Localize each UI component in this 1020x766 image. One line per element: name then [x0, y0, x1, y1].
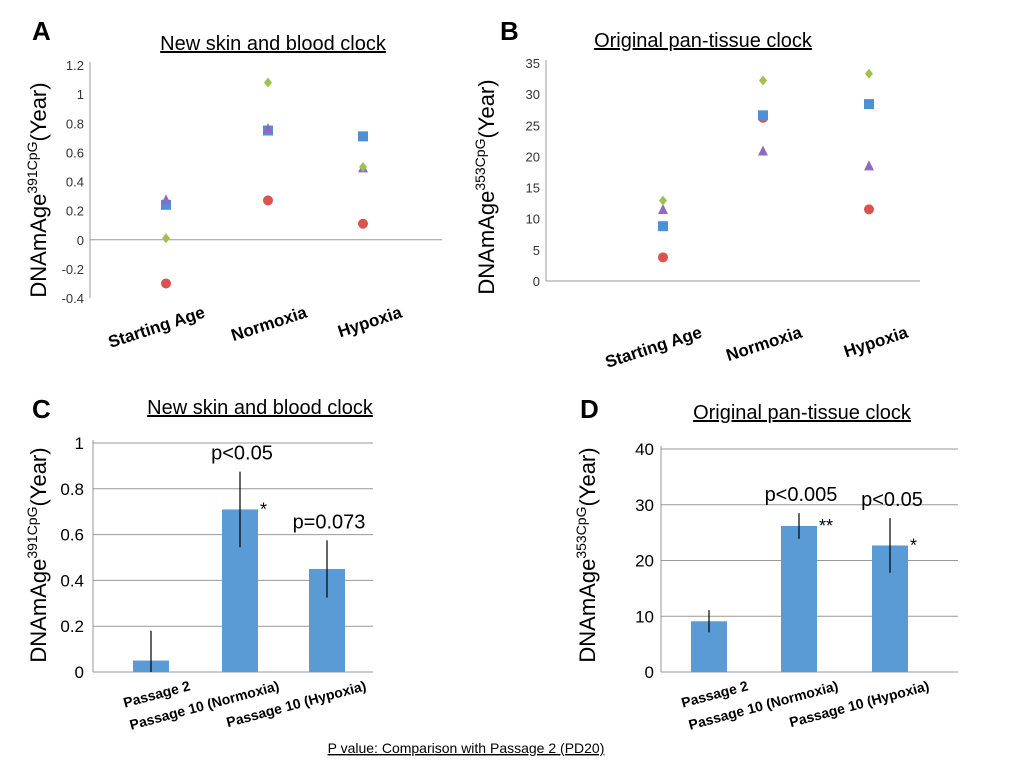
- y-tick-label: 40: [635, 440, 654, 459]
- p-value-label: p=0.073: [293, 511, 366, 533]
- y-tick-label: 0: [75, 663, 84, 682]
- bar: [781, 525, 817, 672]
- y-tick-label: 1: [75, 434, 84, 453]
- x-category-label: Hypoxia: [841, 323, 910, 362]
- y-axis-label-unit: (Year): [26, 447, 51, 506]
- y-axis-label-unit: (Year): [474, 79, 499, 138]
- data-point-triangle: [758, 145, 768, 156]
- x-category-label: Starting Age: [603, 323, 704, 372]
- y-tick-label: 20: [526, 149, 540, 164]
- y-axis-label-superscript: 391CpG: [24, 142, 40, 194]
- y-tick-label: 1: [77, 87, 84, 102]
- y-tick-label: 35: [526, 56, 540, 71]
- y-tick-label: 30: [635, 496, 654, 515]
- p-value-label: p<0.05: [861, 489, 923, 511]
- panel-c-bar: C New skin and blood clockDNAmAge391CpG(Y…: [24, 394, 374, 733]
- y-tick-label: 10: [526, 212, 540, 227]
- data-point-diamond: [162, 233, 170, 244]
- data-point-square: [658, 221, 668, 232]
- y-tick-label: 0.6: [60, 526, 84, 545]
- data-point-circle: [358, 218, 368, 229]
- x-category-label: Hypoxia: [335, 303, 404, 342]
- panel-label: B: [500, 16, 519, 46]
- data-point-diamond: [759, 75, 767, 86]
- panel-label: A: [32, 16, 51, 46]
- chart-title: New skin and blood clock: [160, 33, 387, 55]
- data-point-square: [864, 99, 874, 110]
- data-point-triangle: [658, 203, 668, 214]
- x-category-label: Normoxia: [229, 303, 310, 345]
- p-value-label: p<0.005: [765, 484, 838, 506]
- y-tick-label: 0.4: [66, 175, 84, 190]
- y-tick-label: 0: [533, 274, 540, 289]
- y-axis-label-superscript: 391CpG: [24, 507, 40, 559]
- data-point-circle: [263, 195, 273, 206]
- y-tick-label: 0.2: [66, 204, 84, 219]
- y-axis-label: DNAmAge353CpG(Year): [573, 447, 600, 662]
- data-point-diamond: [359, 161, 367, 172]
- y-axis-label-unit: (Year): [575, 447, 600, 506]
- y-tick-label: 0.8: [66, 116, 84, 131]
- footnote: P value: Comparison with Passage 2 (PD20…: [328, 740, 605, 756]
- data-point-diamond: [865, 68, 873, 79]
- x-category-label: Passage 10 (Normoxia): [687, 677, 840, 732]
- y-axis-label-main: DNAmAge: [26, 194, 51, 298]
- chart-title: Original pan-tissue clock: [693, 402, 912, 424]
- data-point-diamond: [659, 195, 667, 206]
- y-axis-label-main: DNAmAge: [575, 559, 600, 663]
- y-axis-label-main: DNAmAge: [26, 559, 51, 663]
- y-tick-label: -0.4: [62, 291, 84, 306]
- y-tick-label: 0: [645, 663, 654, 682]
- y-axis-label: DNAmAge353CpG(Year): [472, 79, 499, 294]
- y-axis-label: DNAmAge391CpG(Year): [24, 82, 51, 297]
- chart-title: New skin and blood clock: [147, 397, 374, 419]
- x-category-label: Normoxia: [724, 323, 805, 365]
- y-tick-label: 1.2: [66, 58, 84, 73]
- y-tick-label: 5: [533, 243, 540, 258]
- y-tick-label: 0.6: [66, 145, 84, 160]
- y-tick-label: 25: [526, 118, 540, 133]
- panel-label: D: [580, 394, 599, 424]
- panel-d-bar: D Original pan-tissue clockDNAmAge353CpG(…: [573, 394, 958, 733]
- chart-title: Original pan-tissue clock: [594, 30, 813, 52]
- y-axis-label-superscript: 353CpG: [573, 507, 589, 559]
- y-tick-label: 30: [526, 87, 540, 102]
- data-point-circle: [161, 278, 171, 289]
- data-point-circle: [658, 252, 668, 263]
- significance-star: **: [819, 516, 833, 536]
- data-point-triangle: [161, 194, 171, 205]
- y-tick-label: 0: [77, 233, 84, 248]
- y-axis-label: DNAmAge391CpG(Year): [24, 447, 51, 662]
- y-tick-label: 0.4: [60, 571, 84, 590]
- y-tick-label: -0.2: [62, 262, 84, 277]
- y-axis-label-superscript: 353CpG: [472, 139, 488, 191]
- data-point-triangle: [263, 123, 273, 134]
- panel-a-scatter: A New skin and blood clockDNAmAge391CpG(Y…: [24, 16, 442, 352]
- significance-star: *: [910, 535, 917, 555]
- data-point-triangle: [864, 160, 874, 171]
- y-tick-label: 0.8: [60, 480, 84, 499]
- y-tick-label: 15: [526, 181, 540, 196]
- data-point-square: [161, 199, 171, 210]
- y-tick-label: 0.2: [60, 617, 84, 636]
- p-value-label: p<0.05: [211, 443, 273, 465]
- data-point-square: [758, 110, 768, 121]
- data-point-square: [358, 131, 368, 142]
- y-tick-label: 10: [635, 607, 654, 626]
- x-category-label: Starting Age: [106, 303, 207, 352]
- data-point-diamond: [264, 77, 272, 88]
- data-point-circle: [864, 204, 874, 215]
- panel-b-scatter: B Original pan-tissue clockDNAmAge353CpG(…: [472, 16, 920, 372]
- y-axis-label-main: DNAmAge: [474, 191, 499, 295]
- y-tick-label: 20: [635, 552, 654, 571]
- panel-label: C: [32, 394, 51, 424]
- y-axis-label-unit: (Year): [26, 82, 51, 141]
- significance-star: *: [260, 499, 267, 519]
